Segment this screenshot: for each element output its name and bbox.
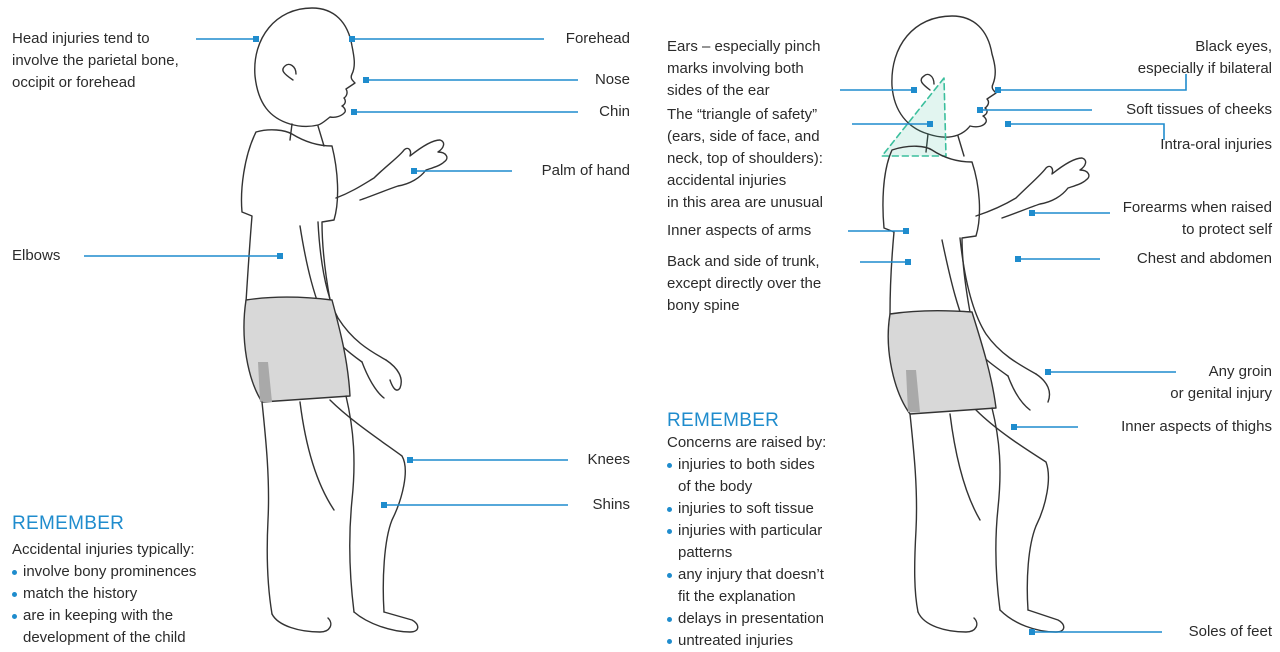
remember-intro-right: Concerns are raised by: <box>667 432 826 454</box>
label-intra-oral: Intra-oral injuries <box>1160 134 1272 156</box>
remember-title-right: REMEMBER <box>667 410 779 432</box>
label-nose: Nose <box>595 69 630 91</box>
remember-title-left: REMEMBER <box>12 513 124 535</box>
label-forehead: Forehead <box>566 28 630 50</box>
label-inner-thighs: Inner aspects of thighs <box>1121 416 1272 438</box>
bullet-icon <box>667 639 672 644</box>
label-palm-of-hand: Palm of hand <box>542 160 630 182</box>
label-soft-tissues-cheeks: Soft tissues of cheeks <box>1126 99 1272 121</box>
bullet-icon <box>12 592 17 597</box>
bullet-icon <box>12 570 17 575</box>
remember-intro-left: Accidental injuries typically: <box>12 539 195 561</box>
list-item: are in keeping with the development of t… <box>12 605 196 649</box>
list-item: injuries with particular patterns <box>667 520 824 564</box>
list-item: involve bony prominences <box>12 561 196 583</box>
bullet-icon <box>667 529 672 534</box>
label-elbows: Elbows <box>12 245 60 267</box>
list-item: untreated injuries <box>667 630 824 652</box>
left-child-figure <box>242 8 447 632</box>
bullet-icon <box>667 507 672 512</box>
label-chest-abdomen: Chest and abdomen <box>1137 248 1272 270</box>
label-triangle-of-safety: The “triangle of safety” (ears, side of … <box>667 104 823 214</box>
list-item: delays in presentation <box>667 608 824 630</box>
label-forearms: Forearms when raised to protect self <box>1123 197 1272 241</box>
bullet-icon <box>667 617 672 622</box>
remember-list-left: involve bony prominences match the histo… <box>12 561 196 649</box>
bullet-icon <box>12 614 17 619</box>
bullet-icon <box>667 463 672 468</box>
label-head-injuries: Head injuries tend to involve the pariet… <box>12 28 179 94</box>
right-child-figure <box>882 16 1089 632</box>
list-item: injuries to both sides of the body <box>667 454 824 498</box>
list-item: any injury that doesn’t fit the explanat… <box>667 564 824 608</box>
list-item: match the history <box>12 583 196 605</box>
label-ears: Ears – especially pinch marks involving … <box>667 36 820 102</box>
label-chin: Chin <box>599 101 630 123</box>
label-shins: Shins <box>592 494 630 516</box>
remember-list-right: injuries to both sides of the body injur… <box>667 454 824 652</box>
list-item: injuries to soft tissue <box>667 498 824 520</box>
label-inner-arms: Inner aspects of arms <box>667 220 811 242</box>
label-black-eyes: Black eyes, especially if bilateral <box>1138 36 1272 80</box>
label-groin: Any groin or genital injury <box>1170 361 1272 405</box>
label-knees: Knees <box>587 449 630 471</box>
label-back-and-trunk: Back and side of trunk, except directly … <box>667 251 821 317</box>
label-soles-of-feet: Soles of feet <box>1189 621 1272 643</box>
bullet-icon <box>667 573 672 578</box>
